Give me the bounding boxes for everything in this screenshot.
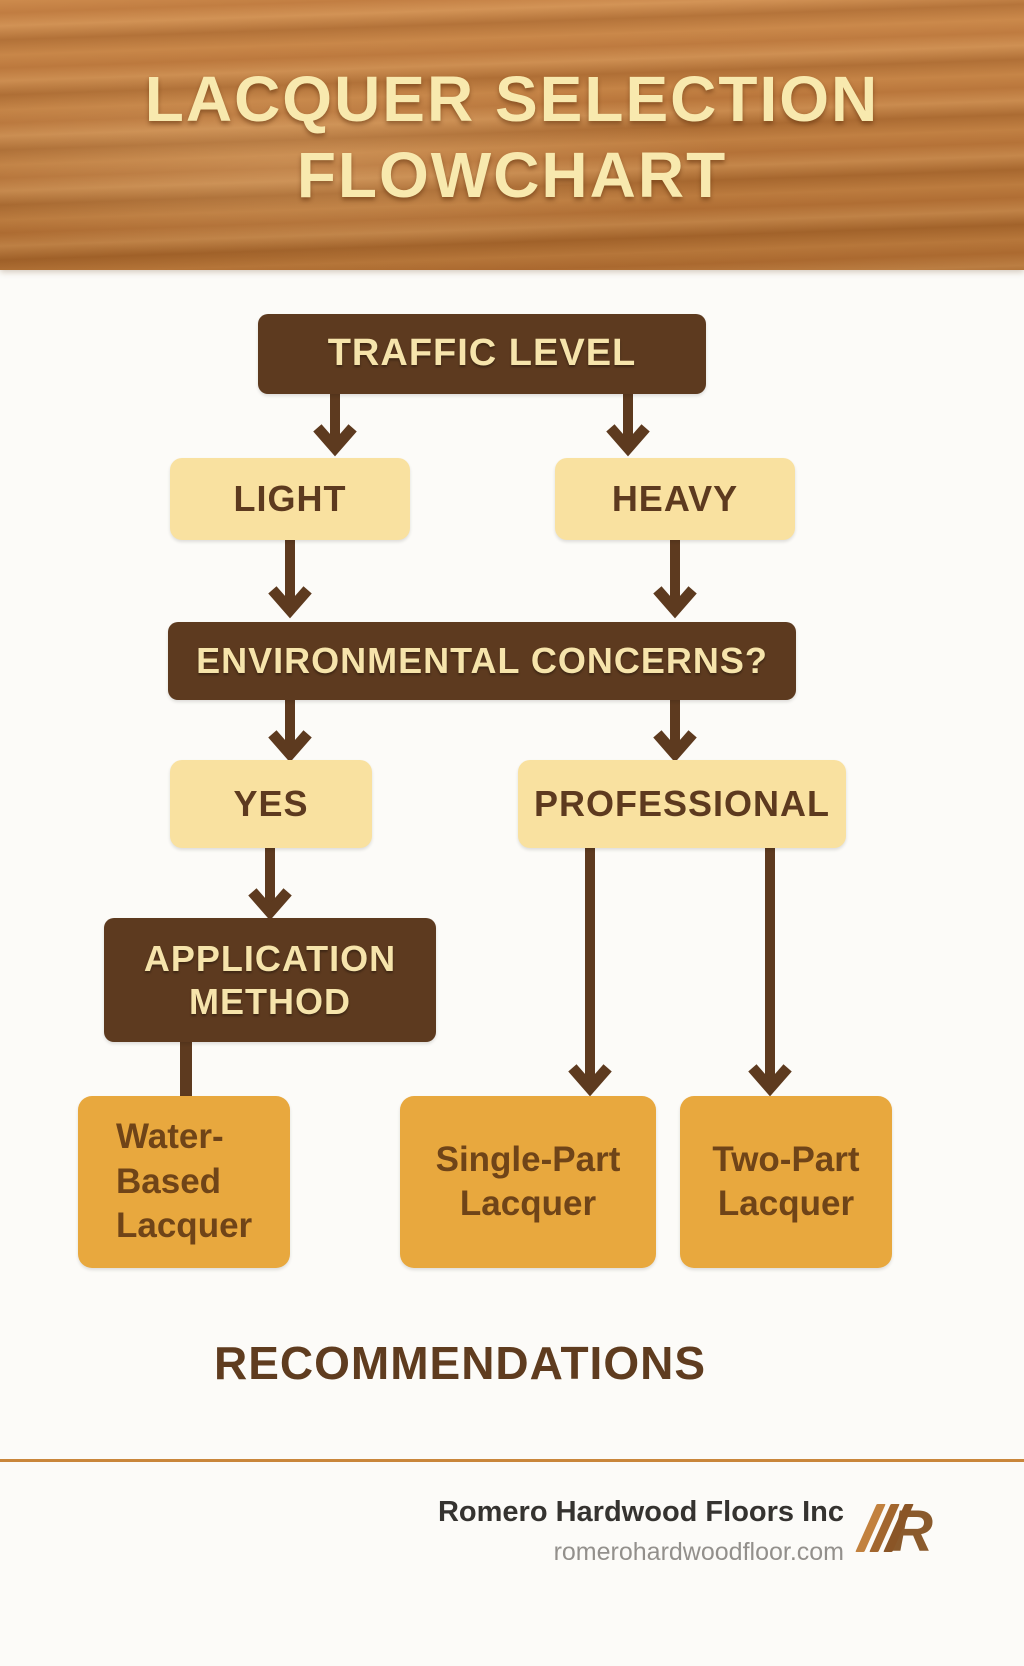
edge-traffic-to-light bbox=[313, 391, 357, 457]
edge-environmental-to-yes bbox=[268, 697, 312, 763]
node-two-part-lacquer: Two-Part Lacquer bbox=[680, 1096, 892, 1268]
node-water-based-lacquer: Water-Based Lacquer bbox=[78, 1096, 290, 1268]
node-yes: YES bbox=[170, 760, 372, 848]
edge-yes-to-application-method bbox=[248, 845, 292, 921]
edge-professional-to-two-part bbox=[748, 845, 792, 1097]
node-application-method: APPLICATION METHOD bbox=[104, 918, 436, 1042]
node-traffic-level: TRAFFIC LEVEL bbox=[258, 314, 706, 394]
page-title-line1: LACQUER SELECTION bbox=[144, 63, 880, 136]
footer-divider bbox=[0, 1459, 1024, 1462]
edge-traffic-to-heavy bbox=[606, 391, 650, 457]
recommendations-label: RECOMMENDATIONS bbox=[213, 1337, 707, 1389]
header-banner: LACQUER SELECTION FLOWCHART bbox=[0, 0, 1024, 270]
node-heavy: HEAVY bbox=[555, 458, 795, 540]
website-url: romerohardwoodfloor.com bbox=[553, 1538, 844, 1566]
edge-light-to-environmental bbox=[268, 537, 312, 619]
company-name: Romero Hardwood Floors Inc bbox=[437, 1496, 844, 1528]
edge-professional-to-single-part bbox=[568, 845, 612, 1097]
node-professional: PROFESSIONAL bbox=[518, 760, 846, 848]
edge-heavy-to-environmental bbox=[653, 537, 697, 619]
node-light: LIGHT bbox=[170, 458, 410, 540]
node-environmental-concerns: ENVIRONMENTAL CONCERNS? bbox=[168, 622, 796, 700]
company-logo: R bbox=[855, 1494, 950, 1560]
page-title-line2: FLOWCHART bbox=[296, 139, 728, 211]
edge-environmental-to-professional bbox=[653, 697, 697, 763]
node-single-part-lacquer: Single-Part Lacquer bbox=[400, 1096, 656, 1268]
